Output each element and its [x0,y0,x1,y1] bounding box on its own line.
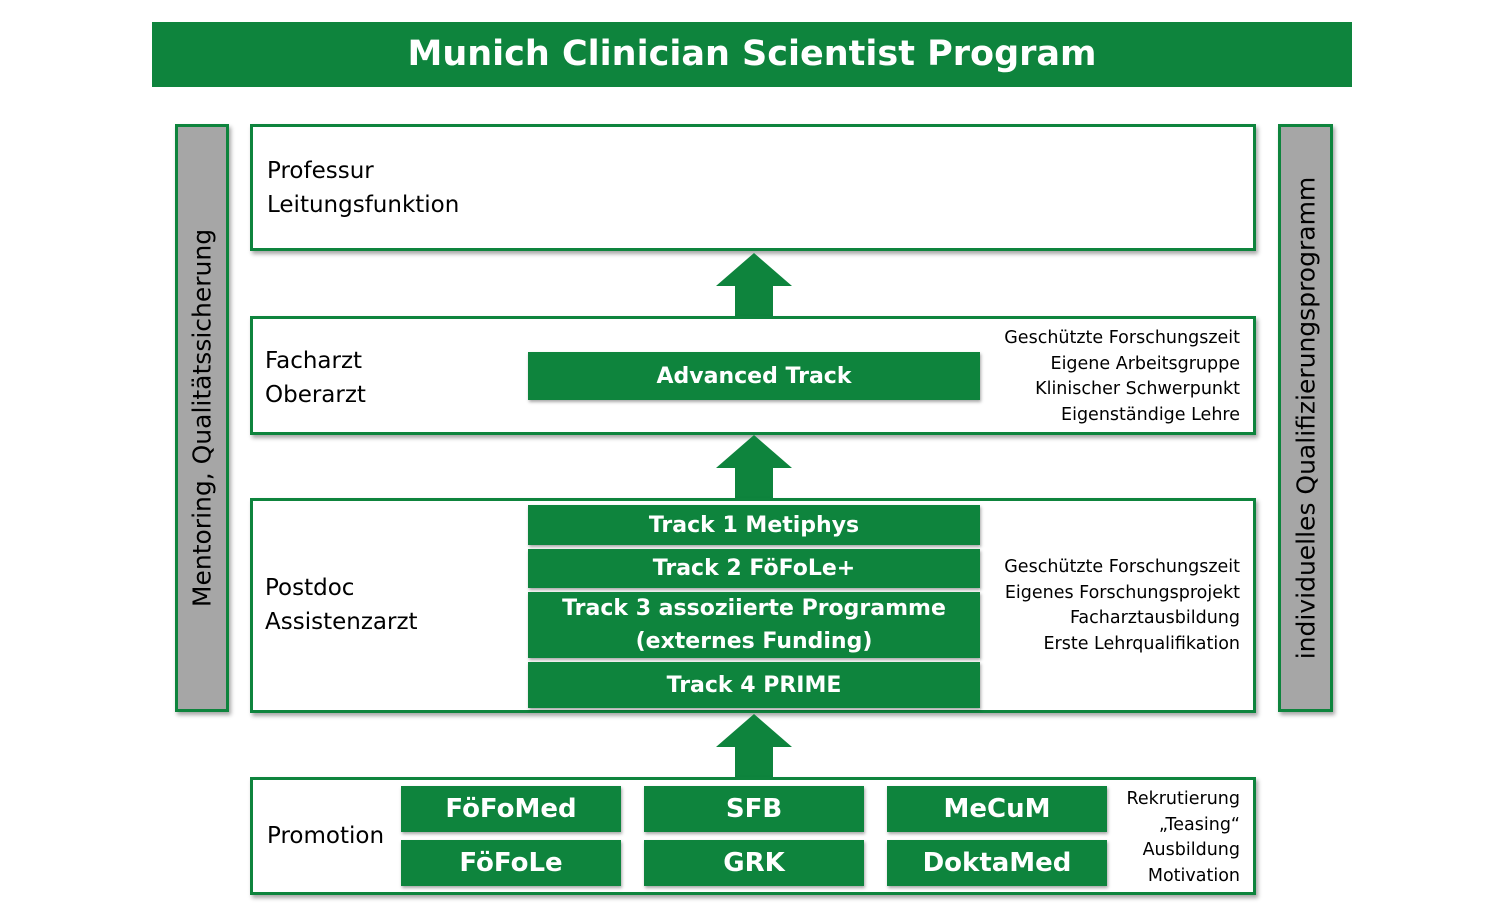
tier-label-line: Oberarzt [265,382,366,408]
program-label: DoktaMed [922,848,1072,878]
tier-promotion-label: Promotion [267,823,385,849]
tier-professur-label: Professur Leitungsfunktion [267,154,459,222]
tier-label-line: Facharzt [265,348,363,374]
track-2-label: Track 2 FöFoLe+ [652,556,856,581]
tier-facharzt-label: Facharzt Oberarzt [265,344,366,412]
tier-label-line: Professur [267,158,374,184]
side-bar-mentoring-label: Mentoring, Qualitätssicherung [187,228,217,608]
up-arrow-icon [716,253,792,317]
tier-label-line: Postdoc [265,575,355,601]
note-line: Erste Lehrqualifikation [1043,633,1241,654]
track-2-box: Track 2 FöFoLe+ [528,549,980,588]
tier-postdoc-label: Postdoc Assistenzarzt [265,571,418,639]
program-grk: GRK [644,840,864,886]
program-fofole: FöFoLe [401,840,621,886]
program-label: SFB [725,794,783,824]
note-line: „Teasing“ [1158,814,1240,835]
note-line: Ausbildung [1142,840,1240,860]
note-line: Motivation [1147,865,1240,886]
track-3-box: Track 3 assoziierte Programme (externes … [528,592,980,658]
note-line: Geschützte Forschungszeit [1004,328,1240,348]
track-3-sublabel: (externes Funding) [635,629,873,654]
advanced-track-box: Advanced Track [528,352,980,400]
program-label: FöFoLe [459,848,563,878]
note-line: Rekrutierung [1126,789,1240,809]
postdoc-notes: Geschützte Forschungszeit Eigenes Forsch… [1004,555,1240,657]
tier-promotion: Promotion FöFoMed SFB MeCuM FöFoLe GRK D… [250,777,1256,895]
up-arrow-icon [716,435,792,500]
program-sfb: SFB [644,786,864,832]
program-fofomed: FöFoMed [401,786,621,832]
track-3-label: Track 3 assoziierte Programme [562,596,946,621]
tier-postdoc: Postdoc Assistenzarzt Track 1 Metiphys T… [250,498,1256,713]
note-line: Eigenes Forschungsprojekt [1004,582,1240,603]
note-line: Eigenständige Lehre [1061,404,1240,425]
track-1-box: Track 1 Metiphys [528,505,980,545]
program-mecum: MeCuM [887,786,1107,832]
track-4-label: Track 4 PRIME [666,672,842,698]
track-4-box: Track 4 PRIME [528,662,980,708]
tier-label-line: Leitungsfunktion [267,192,460,218]
promotion-notes: Rekrutierung „Teasing“ Ausbildung Motiva… [1126,787,1240,889]
tier-professur: Professur Leitungsfunktion [250,124,1256,251]
note-line: Geschützte Forschungszeit [1004,557,1240,577]
program-label: GRK [723,848,785,878]
tier-facharzt: Facharzt Oberarzt Advanced Track Geschüt… [250,316,1256,435]
program-label: FöFoMed [445,794,577,824]
up-arrow-icon [716,714,792,779]
side-bar-qualification-label: individuelles Qualifizierungsprogramm [1291,176,1320,660]
facharzt-notes: Geschützte Forschungszeit Eigene Arbeits… [1004,326,1240,428]
side-bar-mentoring: Mentoring, Qualitätssicherung [175,124,229,712]
track-1-label: Track 1 Metiphys [648,512,860,538]
advanced-track-label: Advanced Track [656,363,852,389]
note-line: Eigene Arbeitsgruppe [1050,353,1240,374]
page-title: Munich Clinician Scientist Program [152,22,1352,87]
note-line: Facharztausbildung [1069,608,1240,628]
side-bar-qualification: individuelles Qualifizierungsprogramm [1278,124,1333,712]
tier-label-line: Assistenzarzt [265,609,418,635]
program-doktamed: DoktaMed [887,840,1107,886]
note-line: Klinischer Schwerpunkt [1035,379,1240,399]
program-label: MeCuM [943,794,1051,824]
